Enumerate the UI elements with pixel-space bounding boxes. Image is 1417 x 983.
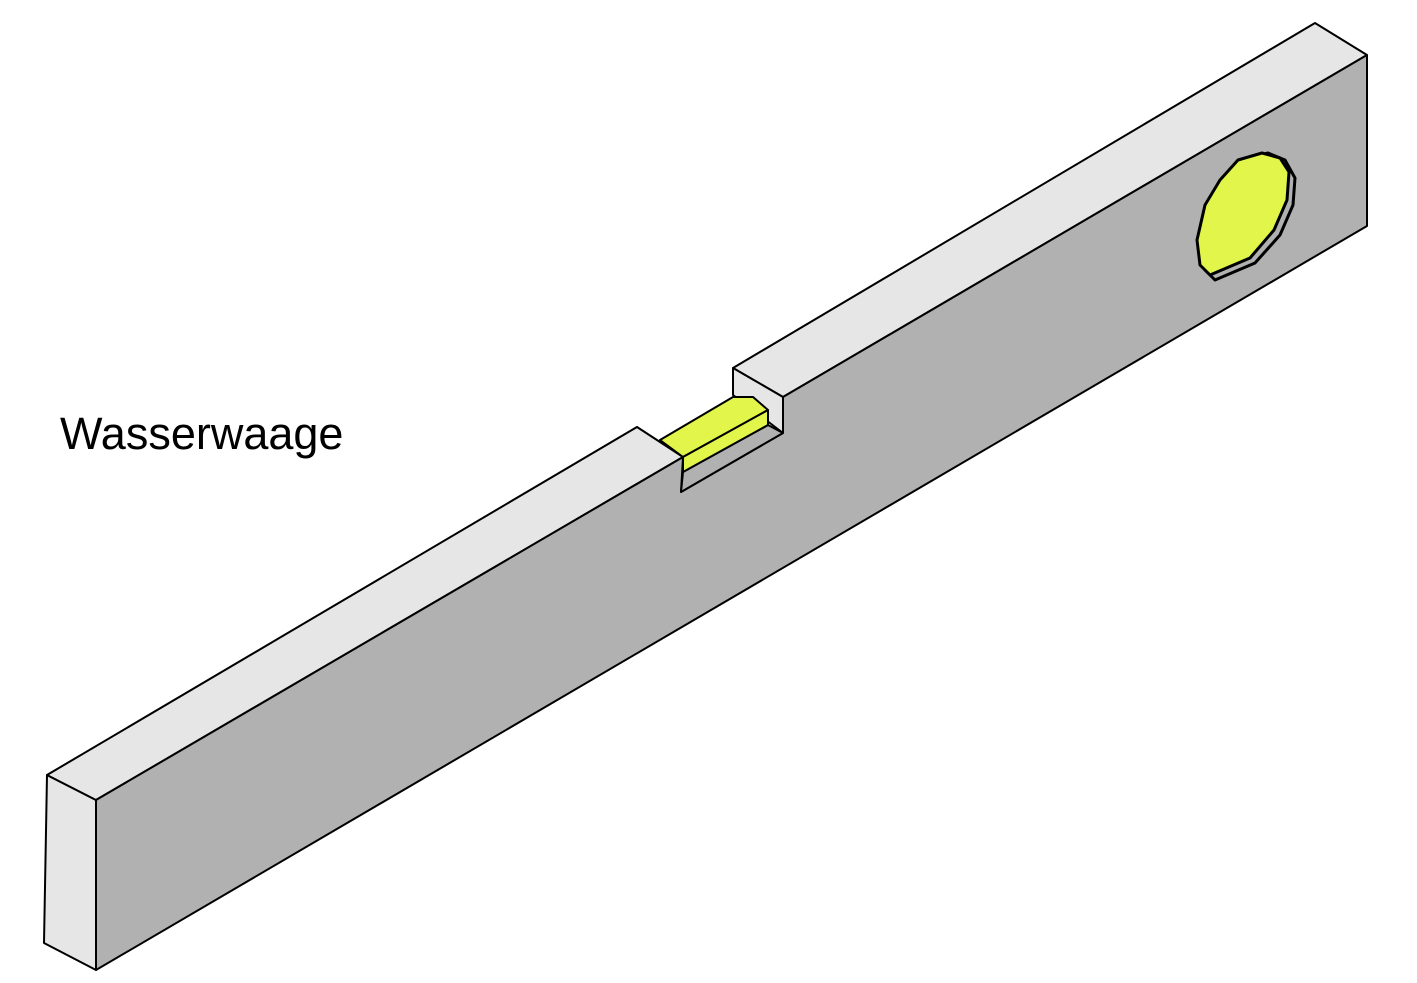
- vial-top: [659, 396, 769, 458]
- round-vial: [1195, 151, 1291, 277]
- title-label: Wasserwaage: [60, 408, 344, 459]
- vial-front: [682, 409, 769, 473]
- left-end-face: [43, 774, 97, 971]
- front-face: [95, 54, 1368, 971]
